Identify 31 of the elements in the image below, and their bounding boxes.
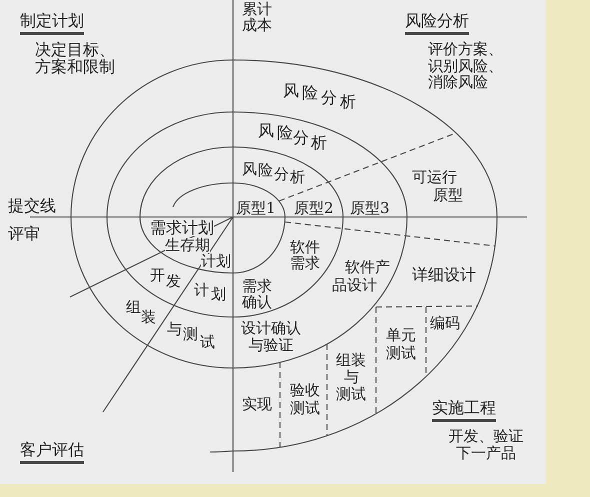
region-label: 风险分析 <box>283 83 356 110</box>
region-label: 风险分析 <box>258 123 327 151</box>
region-label: 验收测试 <box>290 381 321 417</box>
quadrant-heading: 实施工程 <box>432 399 496 422</box>
region-label: 组装与测试 <box>336 353 366 402</box>
quadrant-description: 评价方案、识别风险、消除风险 <box>428 41 504 90</box>
quadrant-heading: 客户评估 <box>20 441 84 464</box>
axis-label: 提交线 <box>8 198 56 214</box>
region-label: 需求确认 <box>242 278 273 310</box>
quadrant-heading: 风险分析 <box>405 12 469 35</box>
region-label: 可运行原型 <box>412 170 463 203</box>
region-label: 编码 <box>430 316 460 331</box>
quadrant-description: 开发、验证下一产品 <box>448 428 524 462</box>
region-label: 实现 <box>242 397 272 412</box>
region-label: 开发计划 <box>150 268 226 302</box>
region-label: 单元测试 <box>386 326 417 362</box>
region-label: 软件需求 <box>290 239 321 271</box>
region-label: 原型3 <box>350 201 390 216</box>
axis-label: 累计成本 <box>242 1 273 33</box>
region-label: 设计确认与验证 <box>240 320 302 354</box>
quadrant-heading: 制定计划 <box>20 12 84 35</box>
region-label: 原型1 <box>236 201 276 216</box>
region-label: 原型2 <box>294 201 334 216</box>
axis-label: 评审 <box>8 226 40 242</box>
region-label: 风险分析 <box>242 162 305 185</box>
region-label: 详细设计 <box>412 267 476 283</box>
quadrant-description: 决定目标、方案和限制 <box>35 41 116 75</box>
region-label: 生存期计划 <box>165 238 231 269</box>
region-label: 软件产品设计 <box>332 258 390 294</box>
region-label: 组装与测试 <box>126 300 215 350</box>
region-label: 需求计划 <box>150 220 214 236</box>
